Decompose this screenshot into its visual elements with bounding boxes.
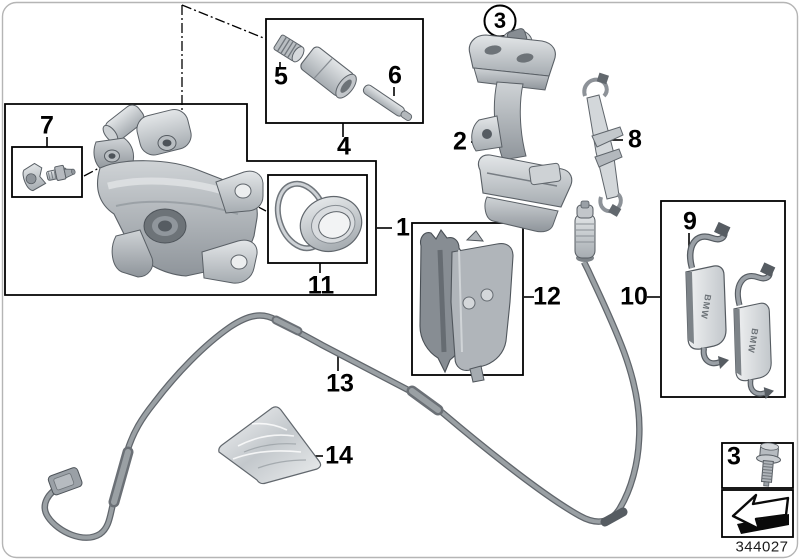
bolt-icon — [756, 442, 781, 487]
callout-5[interactable]: 5 — [274, 62, 288, 91]
legend-bolt-label[interactable]: 3 — [727, 442, 741, 471]
callout-13[interactable]: 13 — [326, 369, 354, 398]
part-grease-packet[interactable] — [218, 406, 322, 485]
pad-clip-1 — [685, 221, 731, 369]
part-wear-sensor-cable[interactable] — [41, 200, 643, 541]
group-box-4 — [265, 18, 424, 124]
group-box-12 — [411, 222, 524, 376]
callout-11[interactable]: 11 — [307, 271, 335, 300]
callout-12[interactable]: 12 — [533, 282, 561, 311]
legend-box-bolt — [721, 442, 794, 489]
part-guide-bushing-set[interactable] — [273, 34, 413, 123]
doc-number: 344027 — [735, 538, 789, 556]
part-seal-kit[interactable] — [270, 178, 369, 260]
group-box-11 — [267, 174, 368, 264]
part-brake-pads[interactable] — [419, 228, 514, 383]
pad-clip-2 — [733, 262, 776, 400]
group-box-10 — [660, 200, 786, 398]
callout-14[interactable]: 14 — [325, 441, 353, 470]
part-retaining-spring[interactable] — [582, 72, 624, 217]
callout-4[interactable]: 4 — [337, 132, 351, 161]
callout-9[interactable]: 9 — [683, 207, 697, 236]
callout-8[interactable]: 8 — [628, 125, 642, 154]
callout-2[interactable]: 2 — [453, 127, 467, 156]
legend-box-arrow — [721, 489, 794, 538]
part-caliper-carrier[interactable] — [468, 28, 573, 233]
sensor-tip — [574, 200, 596, 262]
callout-6[interactable]: 6 — [388, 61, 402, 90]
callout-7[interactable]: 7 — [40, 111, 54, 140]
part-brake-caliper[interactable] — [93, 102, 264, 284]
sensor-plug-connector — [47, 467, 83, 496]
callout-1[interactable]: 1 — [396, 213, 410, 242]
group-box-1 — [4, 103, 377, 296]
group-boxes — [4, 18, 794, 538]
part-pad-clips[interactable] — [685, 221, 776, 400]
callout-3-circled[interactable]: 3 — [493, 8, 507, 33]
direction-arrow-icon — [731, 493, 790, 534]
part-bleeder-valve[interactable] — [21, 162, 76, 192]
callout-10[interactable]: 10 — [620, 282, 648, 311]
